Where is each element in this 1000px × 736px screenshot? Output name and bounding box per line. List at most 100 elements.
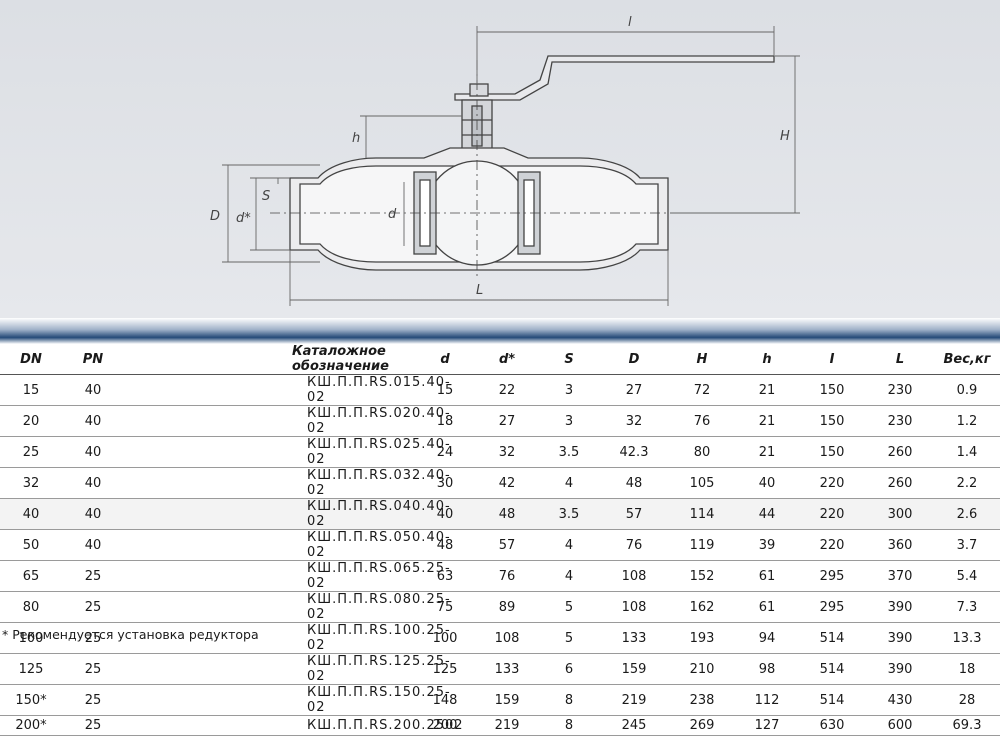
table-cell: КШ.П.П.RS.050.40-02 bbox=[124, 529, 450, 561]
table-cell: 44 bbox=[736, 498, 798, 530]
table-cell: 269 bbox=[668, 715, 736, 736]
table-cell: 3.5 bbox=[538, 436, 600, 468]
table-cell: 32 bbox=[476, 436, 538, 468]
table-cell: 40 bbox=[62, 498, 124, 530]
table-cell: 50 bbox=[0, 529, 62, 561]
table-cell: 25 bbox=[62, 591, 124, 623]
table-cell: 159 bbox=[600, 653, 668, 685]
table-cell: 3.7 bbox=[934, 529, 1000, 561]
table-cell: 30 bbox=[414, 467, 476, 499]
table-cell: 61 bbox=[736, 591, 798, 623]
table-cell: КШ.П.П.RS.200.2502 bbox=[124, 715, 463, 736]
column-header: d* bbox=[476, 344, 538, 375]
table-cell: 193 bbox=[668, 622, 736, 654]
column-header: S bbox=[538, 344, 600, 375]
column-header: Каталожное обозначение bbox=[124, 344, 414, 375]
dim-label-L: L bbox=[476, 283, 483, 298]
table-cell: 3.5 bbox=[538, 498, 600, 530]
table-cell: 295 bbox=[798, 560, 866, 592]
table-cell: 127 bbox=[736, 715, 798, 736]
table-cell: КШ.П.П.RS.065.25-02 bbox=[124, 560, 450, 592]
table-cell: 8 bbox=[538, 715, 600, 736]
table-cell: КШ.П.П.RS.025.40-02 bbox=[124, 436, 450, 468]
table-cell: 15 bbox=[414, 374, 476, 406]
table-cell: 6 bbox=[538, 653, 600, 685]
table-cell: 245 bbox=[600, 715, 668, 736]
column-header: h bbox=[736, 344, 798, 375]
table-cell: 220 bbox=[798, 467, 866, 499]
table-cell: 40 bbox=[62, 436, 124, 468]
table-cell: 20 bbox=[0, 405, 62, 437]
table-cell: 18 bbox=[934, 653, 1000, 685]
table-cell: 76 bbox=[600, 529, 668, 561]
table-cell: 220 bbox=[798, 498, 866, 530]
column-header: H bbox=[668, 344, 736, 375]
table-cell: 40 bbox=[414, 498, 476, 530]
column-header: D bbox=[600, 344, 668, 375]
table-cell: 40 bbox=[62, 374, 124, 406]
table-cell: 65 bbox=[0, 560, 62, 592]
table-cell: 390 bbox=[866, 653, 934, 685]
table-cell: 80 bbox=[0, 591, 62, 623]
table-cell: 76 bbox=[476, 560, 538, 592]
table-cell: 48 bbox=[600, 467, 668, 499]
table-cell: 25 bbox=[0, 436, 62, 468]
table-cell: 13.3 bbox=[934, 622, 1000, 654]
table-cell: 230 bbox=[866, 405, 934, 437]
table-cell: 260 bbox=[866, 436, 934, 468]
table-cell: 112 bbox=[736, 684, 798, 716]
column-header: I bbox=[798, 344, 866, 375]
table-cell: 3 bbox=[538, 405, 600, 437]
table-cell: 125 bbox=[0, 653, 62, 685]
table-cell: 21 bbox=[736, 436, 798, 468]
table-cell: 27 bbox=[476, 405, 538, 437]
table-cell: КШ.П.П.RS.080.25-02 bbox=[124, 591, 450, 623]
table-cell: 150 bbox=[798, 374, 866, 406]
dim-label-handle-length: l bbox=[628, 15, 632, 30]
table-cell: 210 bbox=[668, 653, 736, 685]
table-cell: 0.9 bbox=[934, 374, 1000, 406]
table-cell: 219 bbox=[476, 715, 538, 736]
table-cell: 105 bbox=[668, 467, 736, 499]
dim-label-H: H bbox=[780, 129, 790, 144]
table-cell: 108 bbox=[600, 560, 668, 592]
table-cell: 89 bbox=[476, 591, 538, 623]
table-cell: 1.2 bbox=[934, 405, 1000, 437]
table-cell: 25 bbox=[62, 715, 124, 736]
table-cell: 2.2 bbox=[934, 467, 1000, 499]
table-cell: 260 bbox=[866, 467, 934, 499]
table-cell: 4 bbox=[538, 560, 600, 592]
table-cell: 2.6 bbox=[934, 498, 1000, 530]
table-cell: 150 bbox=[798, 436, 866, 468]
table-cell: 370 bbox=[866, 560, 934, 592]
table-cell: 98 bbox=[736, 653, 798, 685]
table-cell: 75 bbox=[414, 591, 476, 623]
table-cell: 5 bbox=[538, 622, 600, 654]
column-header: L bbox=[866, 344, 934, 375]
table-cell: КШ.П.П.RS.015.40-02 bbox=[124, 374, 450, 406]
table-cell: 1.4 bbox=[934, 436, 1000, 468]
table-cell: 4 bbox=[538, 467, 600, 499]
table-cell: 7.3 bbox=[934, 591, 1000, 623]
table-cell: 40 bbox=[736, 467, 798, 499]
table-cell: 80 bbox=[668, 436, 736, 468]
table-cell: 514 bbox=[798, 684, 866, 716]
footnote: * Рекомендуется установка редуктора bbox=[2, 627, 259, 642]
table-cell: 430 bbox=[866, 684, 934, 716]
valve-diagram: l H h D d* S d L bbox=[210, 15, 800, 306]
table-cell: 76 bbox=[668, 405, 736, 437]
table-cell: 18 bbox=[414, 405, 476, 437]
table-cell: 40 bbox=[62, 467, 124, 499]
valve-drawing: l H h D d* S d L bbox=[0, 0, 1000, 322]
table-cell: 133 bbox=[476, 653, 538, 685]
table-cell: 600 bbox=[866, 715, 934, 736]
table-cell: 40 bbox=[62, 529, 124, 561]
